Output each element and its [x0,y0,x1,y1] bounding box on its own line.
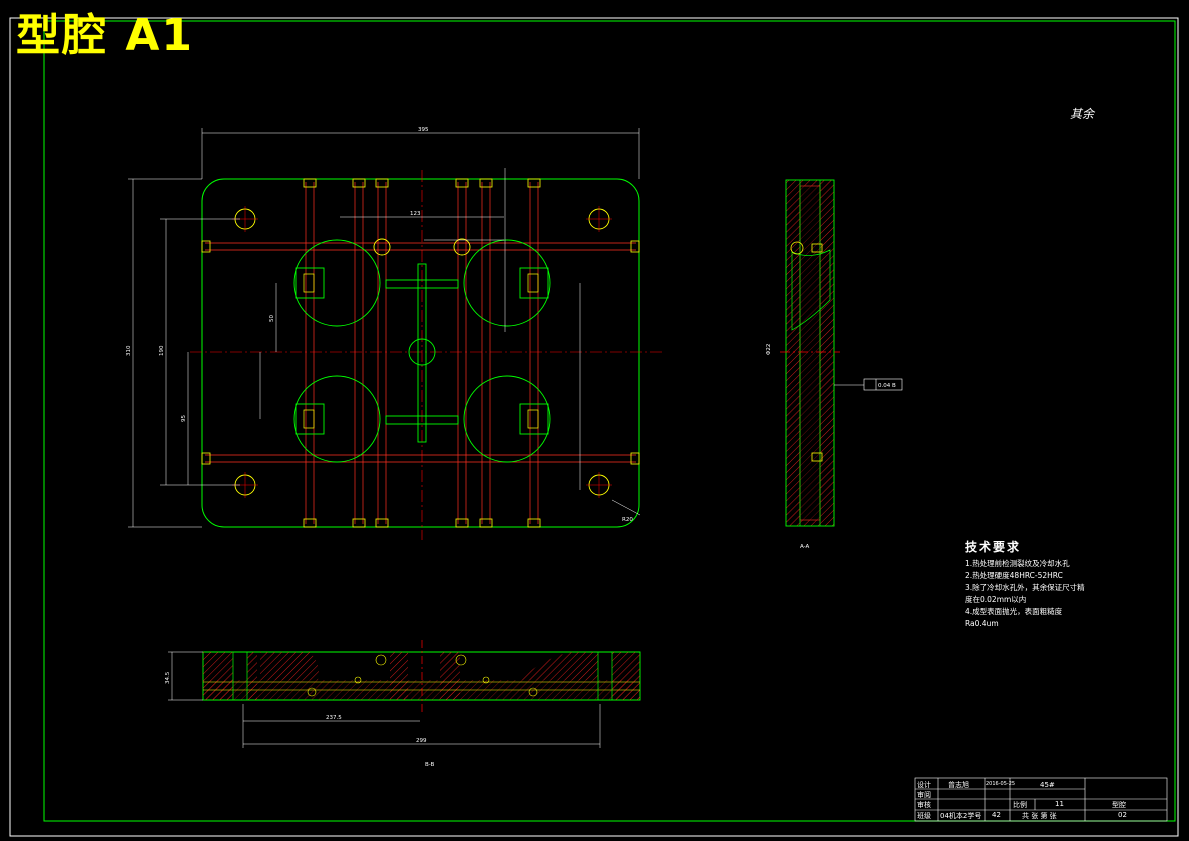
tb-design-name: 曾志旭 [948,781,969,789]
tb-scale-label: 比例 [1013,801,1027,809]
bottom-view-label: B-B [425,762,435,768]
dim-side: Φ22 [766,344,772,355]
tb-class-no: 42 [992,811,1001,819]
tb-design-label: 设计 [917,781,931,789]
inner-border [43,20,1176,822]
side-view: 0.04 B A-A Φ22 [766,179,903,550]
tech-requirements-title: 技术要求 [965,540,1022,554]
tech-item-5: 4.成型表面抛光，表面粗糙度 [965,607,1063,616]
tech-item-6: Ra0.4um [965,619,999,628]
tb-class-value: 04机本2学号 [940,812,982,820]
dim-radius: R20 [622,517,633,523]
surface-roughness-note: 其余 [1070,107,1095,121]
tech-item-2: 2.热处理硬度48HRC-52HRC [965,571,1063,580]
tech-item-3: 3.除了冷却水孔外，其余保证尺寸精 [965,583,1085,592]
dim-inner-height: 190 [159,345,165,356]
tb-class-label: 班级 [917,812,931,820]
tech-item-4: 度在0.02mm以内 [965,595,1027,604]
side-view-label: A-A [800,544,810,550]
tb-design-date: 2016-05-25 [986,781,1016,787]
dim-offset: 50 [269,315,275,322]
tb-material: 45# [1040,781,1055,789]
dim-bottom-total: 299 [416,738,427,744]
flatness-callout: 0.04 B [878,383,896,389]
tb-check-label: 审阅 [917,791,931,799]
tb-sheet-label: 共 张 第 张 [1022,812,1057,820]
bottom-view: 299 237.5 34.5 B-B [165,640,641,768]
tb-scale-value: 11 [1055,800,1064,808]
dim-bottom-partial: 237.5 [326,715,342,721]
technical-requirements: 技术要求 1.热处理前检测裂纹及冷却水孔 2.热处理硬度48HRC-52HRC … [965,538,1085,630]
dim-mid-span: 123 [410,211,421,217]
dim-bottom-thick: 34.5 [165,671,171,684]
title-block-grid [914,777,1168,822]
drawing-title: 型腔 A1 [16,10,194,61]
tb-review-label: 审核 [917,801,931,809]
tb-part-name: 型腔 [1112,801,1126,809]
plan-view: 395 310 190 95 123 50 R20 [126,127,665,540]
outer-border [9,17,1179,837]
tb-sheet-no: 02 [1118,811,1127,819]
dim-left-height: 310 [126,345,132,356]
tech-item-1: 1.热处理前检测裂纹及冷却水孔 [965,559,1070,568]
dim-top-width: 395 [418,127,429,133]
dim-lower-height: 95 [181,415,187,422]
